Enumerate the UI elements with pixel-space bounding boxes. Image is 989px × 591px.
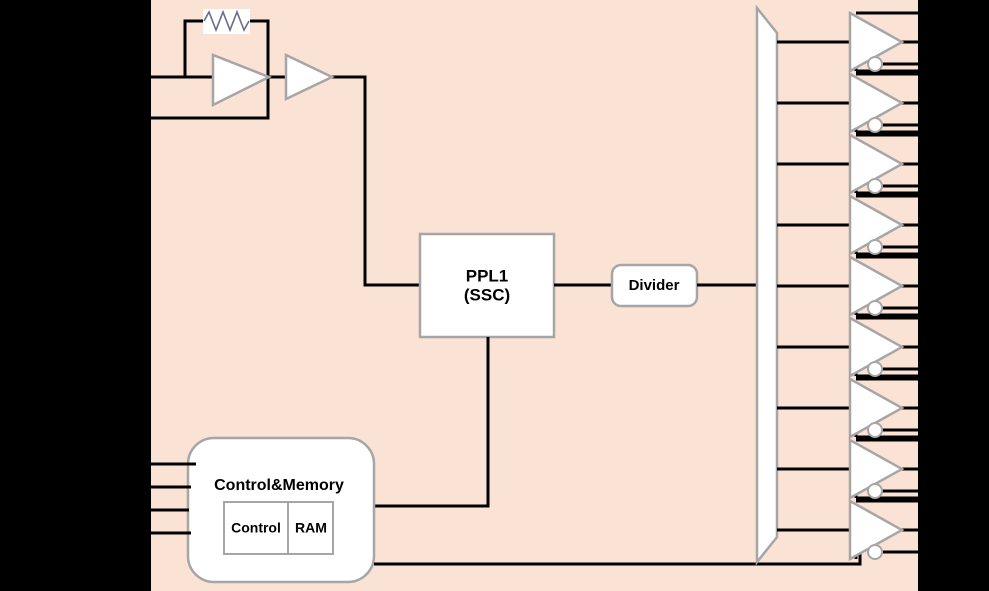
pll-label-line1: PPL1 [466,266,509,285]
oscillator-amp-stage2 [284,53,335,101]
oscillator-amp-stage1 [211,53,273,108]
wire-pll-to-control [374,337,490,508]
ram-subblock[interactable] [287,501,334,555]
wire-feedback-left [183,19,203,77]
wire-amp2-to-pll [332,75,420,287]
output-buffer-3[interactable] [848,132,918,196]
fanout-mux-block[interactable] [755,4,779,566]
output-buffer-9[interactable] [848,498,918,562]
output-buffer-6[interactable] [848,315,918,379]
wire-xout-input [151,77,270,120]
pll-block[interactable] [418,232,556,339]
control-subblock-label: Control [231,520,281,536]
output-buffer-5[interactable] [848,254,918,318]
buffer-4-inverting-bubble-icon [867,239,883,255]
buffer-7-inverting-bubble-icon [867,422,883,438]
resistor-zigzag-icon [203,9,250,33]
buffer-6-inverting-bubble-icon [867,361,883,377]
output-buffer-group [848,10,918,562]
control-memory-label: Control&Memory [214,477,344,494]
wire-group-oscillator [151,19,420,287]
pll-label-line2: (SSC) [464,285,510,304]
wire-feedback-right [250,19,270,77]
buffer-5-inverting-bubble-icon [867,300,883,316]
divider-label: Divider [629,277,680,294]
output-buffer-2[interactable] [848,71,918,135]
ram-subblock-label: RAM [295,520,327,536]
wire-group-fanout-to-buffers [777,40,850,532]
output-buffer-8[interactable] [848,437,918,501]
control-subblock[interactable] [223,501,289,555]
output-buffer-4[interactable] [848,193,918,257]
buffer-3-inverting-bubble-icon [867,178,883,194]
output-buffer-1[interactable] [848,10,918,74]
buffer-2-inverting-bubble-icon [867,117,883,133]
buffer-9-inverting-bubble-icon [867,544,883,560]
buffer-8-inverting-bubble-icon [867,483,883,499]
buffer-1-inverting-bubble-icon [867,56,883,72]
wire-group-control-inputs [151,462,196,535]
feedback-resistor [203,9,250,34]
output-buffer-7[interactable] [848,376,918,440]
